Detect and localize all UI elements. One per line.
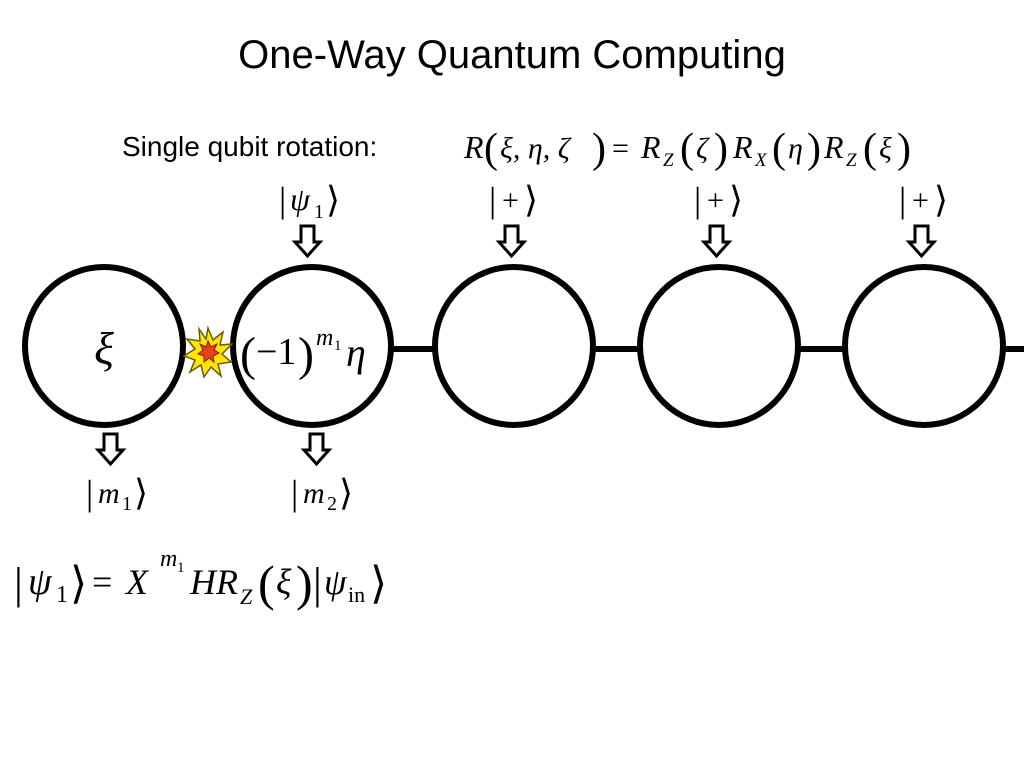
- formula-r3-close: ): [897, 126, 911, 172]
- result-open: (: [258, 555, 275, 611]
- result-psi2: ψ: [324, 562, 347, 602]
- formula-lhs-close: ): [592, 126, 606, 172]
- qubit-4: [637, 264, 801, 428]
- down-arrow-icon: [700, 224, 733, 259]
- result-R: R: [215, 562, 238, 602]
- output-ket-2: | m 2 ⟩: [291, 473, 353, 515]
- rotation-label: Single qubit rotation:: [122, 131, 377, 162]
- result-R-sub: Z: [240, 584, 253, 609]
- formula-r1: R: [640, 129, 661, 165]
- formula-r1-sub: Z: [663, 150, 674, 171]
- ket-close: ⟩: [729, 180, 743, 220]
- formula-r2-sub: X: [754, 150, 768, 171]
- ket-symbol: +: [502, 184, 519, 217]
- qubit-3: [432, 264, 596, 428]
- ket-symbol: +: [707, 184, 724, 217]
- down-arrow-icon: [300, 432, 333, 467]
- result-exp: m: [160, 546, 177, 572]
- down-arrow-icon: [94, 432, 127, 467]
- formula-R: R: [463, 129, 484, 165]
- formula-r2-open: (: [772, 126, 786, 172]
- result-bar2: |: [313, 559, 322, 608]
- result-bar: |: [14, 559, 23, 608]
- formula-r3: R: [823, 129, 844, 165]
- formula-r3-sub: Z: [846, 150, 857, 171]
- exponent-sub: 1: [334, 338, 342, 354]
- qubit-1: [22, 264, 186, 428]
- ket-bar: |: [279, 180, 286, 220]
- result-formula: | ψ 1 ⟩ = X m 1 H R Z ( ξ ) | ψ in ⟩: [14, 546, 387, 611]
- input-ket-4: | + ⟩: [899, 180, 948, 220]
- formula-r2-arg: η: [788, 132, 803, 165]
- explosion-icon: [182, 325, 234, 379]
- formula-r3-open: (: [863, 126, 877, 172]
- ket-close: ⟩: [134, 473, 148, 513]
- sign-value: −1: [256, 331, 296, 373]
- formula-r2-close: ): [807, 126, 821, 172]
- ket-symbol: m: [98, 477, 120, 510]
- result-exp-sub: 1: [177, 560, 185, 576]
- ket-close: ⟩: [326, 180, 340, 220]
- result-ket: ⟩: [70, 559, 87, 608]
- formula-r2: R: [732, 129, 753, 165]
- rotation-formula: R ( ξ, η, ζ ) = R Z ( ζ ) R X ( η ) R Z …: [463, 126, 911, 172]
- formula-r1-close: ): [714, 126, 728, 172]
- ket-bar: |: [899, 180, 906, 220]
- result-psi2-sub: in: [348, 582, 365, 607]
- qubit-5: [842, 264, 1006, 428]
- result-psi: ψ: [28, 561, 53, 603]
- ket-sub: 1: [314, 201, 324, 223]
- result-equals: =: [92, 562, 112, 602]
- qubit-2: [230, 264, 394, 428]
- result-ket2: ⟩: [370, 559, 387, 608]
- input-ket-3: | + ⟩: [694, 180, 743, 220]
- sign-open: (: [240, 328, 256, 381]
- result-arg: ξ: [276, 562, 292, 602]
- ket-bar: |: [489, 180, 496, 220]
- ket-symbol: +: [912, 184, 929, 217]
- down-arrow-icon: [495, 224, 528, 259]
- ket-symbol: m: [303, 477, 325, 510]
- output-ket-1: | m 1 ⟩: [86, 473, 148, 515]
- ket-close: ⟩: [524, 180, 538, 220]
- ket-symbol: ψ: [290, 181, 311, 217]
- down-arrow-icon: [905, 224, 938, 259]
- formula-r1-open: (: [680, 126, 694, 172]
- sign-close: ): [298, 328, 314, 381]
- eta-angle: η: [346, 330, 366, 375]
- ket-bar: |: [86, 473, 93, 513]
- formula-r1-arg: ζ: [696, 132, 710, 165]
- input-ket-2: | + ⟩: [489, 180, 538, 220]
- input-ket-1: | ψ 1 ⟩: [279, 180, 340, 223]
- result-X: X: [124, 562, 150, 602]
- formula-equals: =: [612, 132, 629, 165]
- qubit-1-angle: ξ: [94, 323, 114, 374]
- page-title: One-Way Quantum Computing: [238, 33, 786, 77]
- result-close: ): [296, 555, 313, 611]
- result-H: H: [189, 562, 218, 602]
- qubit-2-angle: ( −1 ) m 1 η: [240, 325, 366, 381]
- down-arrow-icon: [291, 224, 324, 259]
- result-psi-sub: 1: [56, 582, 68, 608]
- ket-close: ⟩: [934, 180, 948, 220]
- ket-bar: |: [291, 473, 298, 513]
- ket-sub: 2: [327, 493, 337, 515]
- formula-lhs-open: (: [484, 126, 498, 172]
- ket-close: ⟩: [339, 473, 353, 513]
- ket-sub: 1: [122, 493, 132, 515]
- formula-r3-arg: ξ: [879, 132, 892, 165]
- exponent: m: [316, 325, 333, 351]
- formula-lhs-args: ξ, η, ζ: [500, 132, 572, 165]
- ket-bar: |: [694, 180, 701, 220]
